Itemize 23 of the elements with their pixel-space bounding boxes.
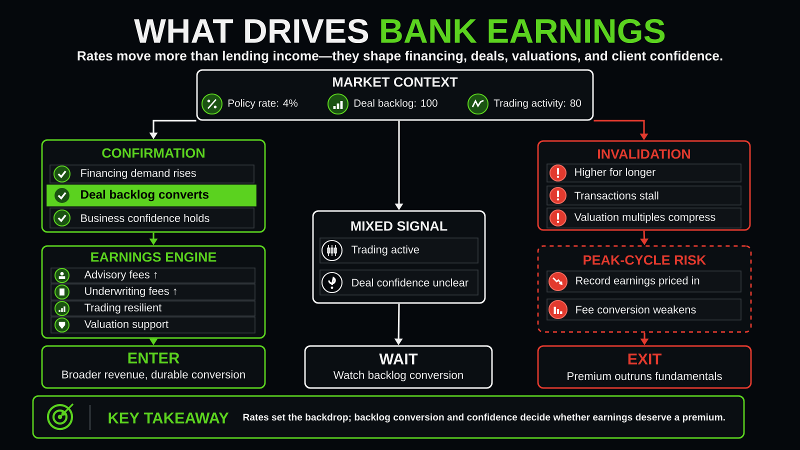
metric-text: Trading activity: 80	[494, 99, 582, 109]
subtitle: Rates move more than lending income—they shape financing, deals, valuations, and client confidence.	[78, 50, 722, 64]
list-row: Transactions stall	[546, 186, 742, 206]
list-row: Deal confidence unclear	[320, 270, 478, 296]
panel: EXIT Premium outruns fundamentals	[537, 345, 752, 389]
list-row: Business confidence holds	[50, 208, 254, 228]
title: WHAT DRIVES BANK EARNINGS	[134, 18, 665, 44]
highlighted-row: Deal backlog converts	[46, 184, 256, 206]
takeaway-bar: KEY TAKEAWAY Rates set the backdrop; backlog conversion and confidence decide whether earnings deserve a premium.	[32, 395, 745, 439]
list-row: Trading active	[320, 238, 478, 264]
list-row: Underwriting fees ↑	[50, 284, 256, 300]
list-row: Financing demand rises	[50, 164, 254, 184]
list-row: Fee conversion weakens	[546, 298, 742, 320]
list-row: Record earnings priced in	[546, 270, 742, 292]
list-row: Higher for longer	[546, 164, 742, 182]
list-row: Valuation support	[50, 316, 256, 334]
list-row: Advisory fees ↑	[50, 268, 256, 284]
metric-text: Deal backlog: 100	[354, 99, 438, 109]
panel: WAIT Watch backlog conversion	[304, 345, 493, 389]
metric-text: Policy rate: 4%	[228, 99, 298, 109]
list-row: Valuation multiples compress	[546, 208, 742, 228]
list-row: Trading resilient	[50, 300, 256, 316]
panel: ENTER Broader revenue, durable conversion	[41, 345, 266, 389]
